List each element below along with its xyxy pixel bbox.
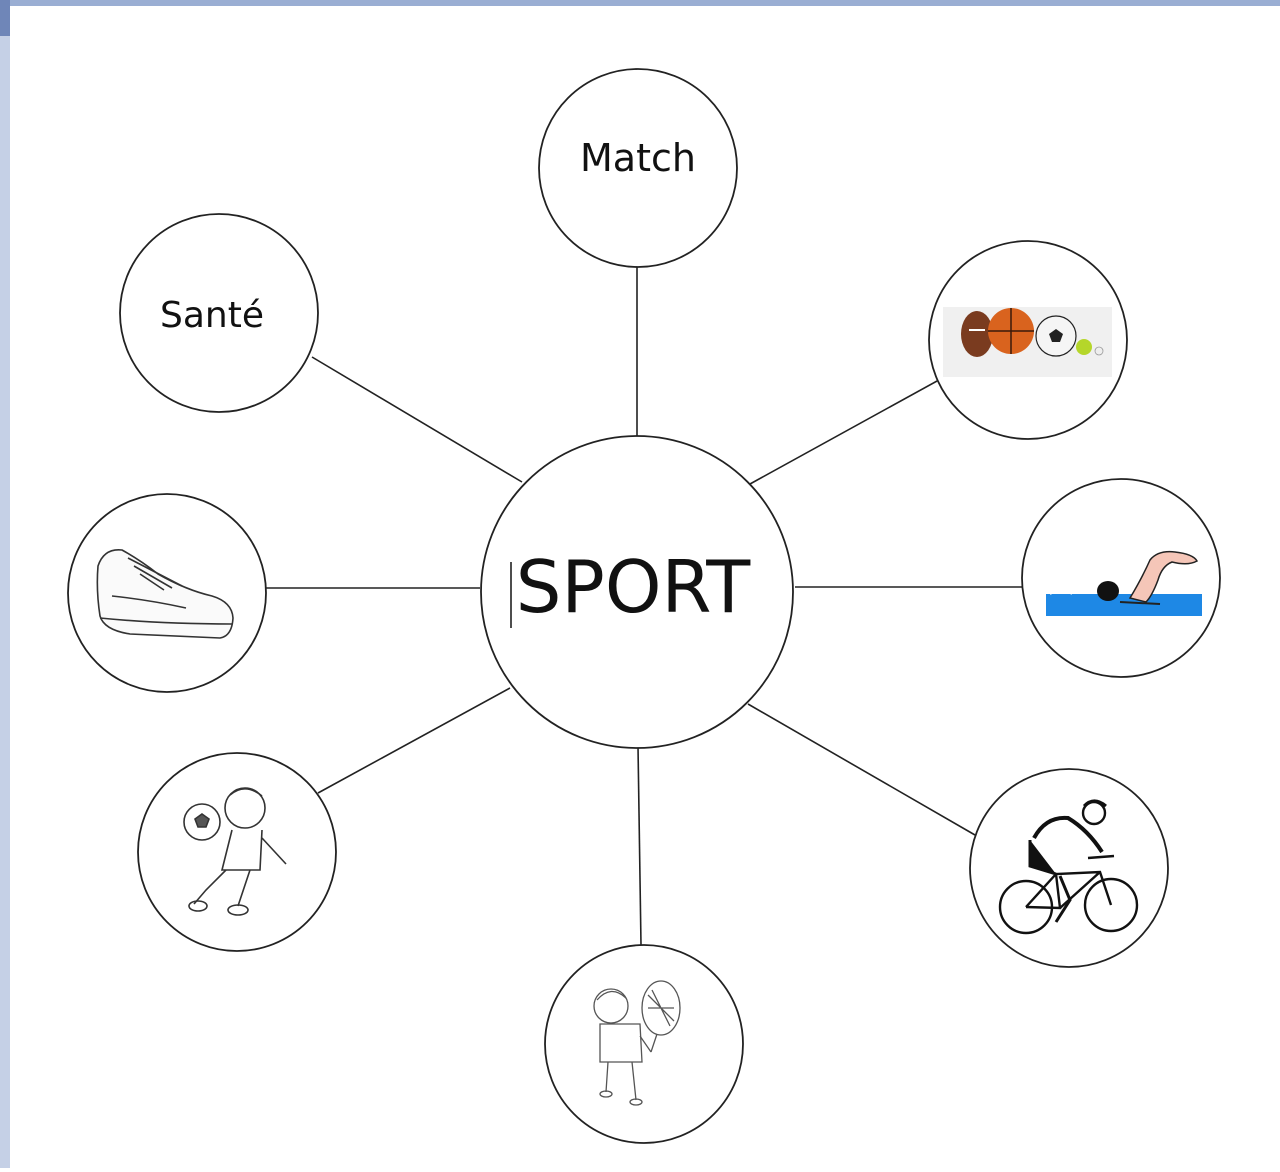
- center-node: SPORT: [480, 435, 794, 749]
- connector-balls: [749, 380, 938, 485]
- node-sante: Santé: [119, 213, 319, 413]
- sports-balls-image: [943, 307, 1112, 377]
- connector-sante: [311, 356, 523, 483]
- window-corner-tab: [0, 0, 10, 36]
- football-kid-image: [183, 787, 287, 916]
- cyclist-image: [998, 799, 1139, 935]
- tennis-kid-image: [593, 980, 681, 1106]
- center-label[interactable]: SPORT: [516, 545, 752, 629]
- node-cyclist: [969, 768, 1169, 968]
- connector-cyclist: [747, 703, 976, 836]
- sneaker-image: [96, 549, 234, 639]
- node-football-kid: [137, 752, 337, 952]
- window-top-bar: [0, 0, 1280, 6]
- node-swimmer: [1021, 478, 1221, 678]
- node-sante-label: Santé: [160, 295, 264, 336]
- connector-football-kid: [317, 687, 511, 794]
- node-balls: [928, 240, 1128, 440]
- connector-tennis-kid: [637, 745, 642, 946]
- window-left-border: [0, 36, 10, 1168]
- node-sneaker: [67, 493, 267, 693]
- node-match-label: Match: [580, 136, 696, 180]
- node-match: Match: [538, 68, 738, 268]
- connector-lines: [266, 265, 1022, 946]
- swimmer-image: [1046, 550, 1202, 616]
- node-tennis-kid: [544, 944, 744, 1144]
